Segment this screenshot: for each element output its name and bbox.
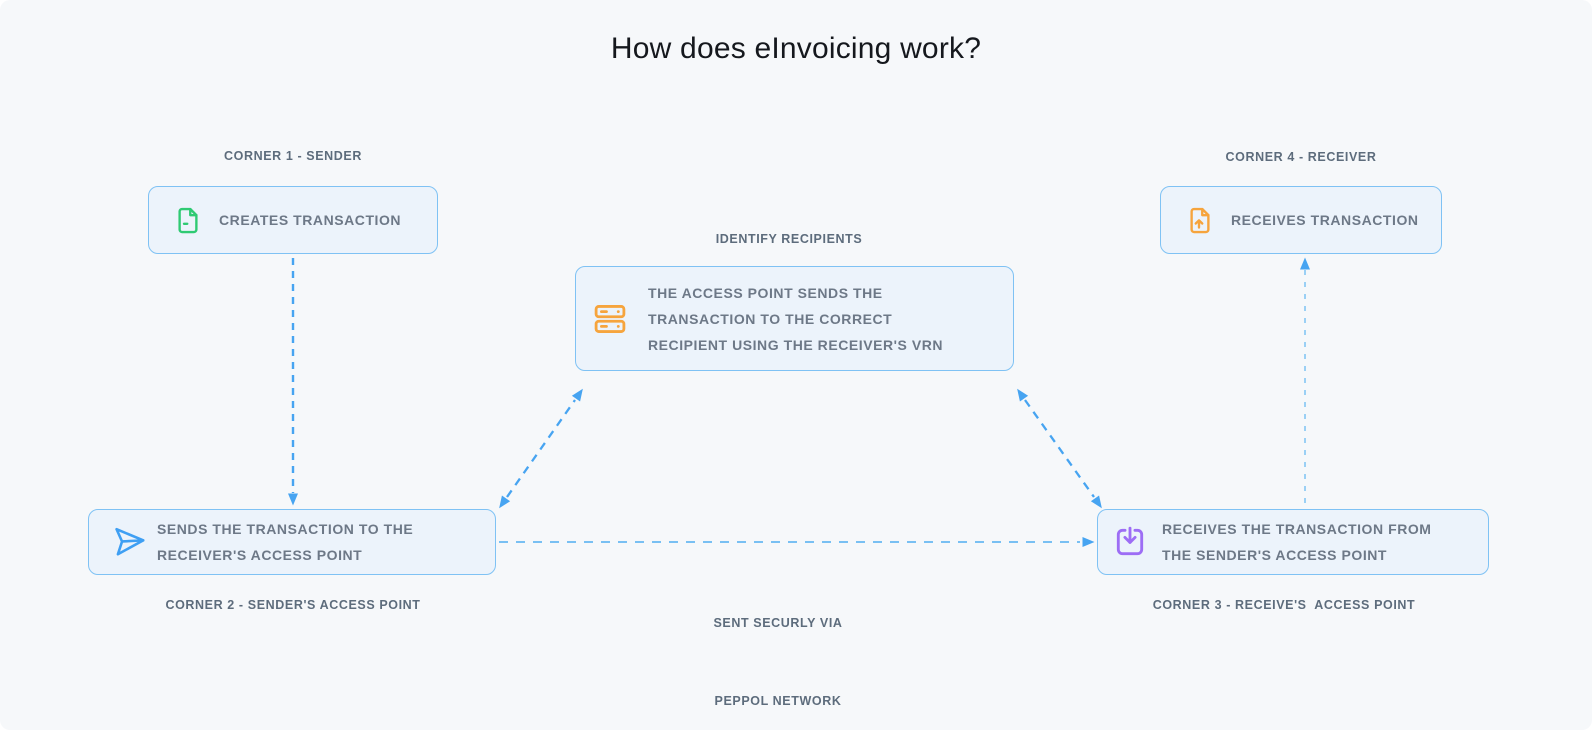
corner3-label: CORNER 3 - RECEIVE'S ACCESS POINT (1152, 598, 1416, 612)
download-icon (1112, 524, 1148, 560)
file-up-icon (1185, 204, 1215, 237)
network-label-line: PEPPOL NETWORK (714, 694, 842, 708)
identify-label: IDENTIFY RECIPIENTS (715, 232, 863, 246)
send-icon (105, 523, 145, 561)
corner4-label: CORNER 4 - RECEIVER (1225, 150, 1377, 164)
node-text-line: CREATES TRANSACTION (219, 212, 402, 228)
corner4-node: RECEIVES TRANSACTION (1160, 186, 1442, 254)
corner2-label: CORNER 2 - SENDER'S ACCESS POINT (165, 598, 421, 612)
arrow-corner1-to-corner2 (288, 258, 298, 506)
corner1-node: CREATES TRANSACTION (148, 186, 438, 254)
file-icon (173, 204, 203, 237)
node-text-line: RECEIVER'S ACCESS POINT (157, 547, 363, 563)
node-text-line: THE ACCESS POINT SENDS THE (648, 284, 883, 301)
node-text-line: TRANSACTION TO THE CORRECT (648, 310, 893, 327)
page-title: How does eInvoicing work? (610, 32, 982, 65)
arrow-identify-corner3-bidirectional (1013, 385, 1106, 512)
corner3-node: RECEIVES THE TRANSACTION FROM THE SENDER… (1097, 509, 1489, 575)
arrow-corner2-identify-bidirectional (495, 385, 587, 512)
node-text-line: RECEIVES TRANSACTION (1231, 212, 1419, 228)
node-text-line: RECIPIENT USING THE RECEIVER'S VRN (648, 336, 944, 353)
arrow-corner3-to-corner4 (1300, 257, 1310, 503)
corner2-node: SENDS THE TRANSACTION TO THE RECEIVER'S … (88, 509, 496, 575)
arrow-corner2-to-corner3 (499, 537, 1095, 547)
node-text-line: THE SENDER'S ACCESS POINT (1162, 547, 1388, 563)
corner1-label: CORNER 1 - SENDER (224, 149, 362, 163)
peppol-network-label: SENT SECURLY VIA PEPPOL NETWORK (713, 558, 842, 730)
network-label-line: SENT SECURLY VIA (713, 616, 843, 630)
identify-node: THE ACCESS POINT SENDS THE TRANSACTION T… (575, 266, 1014, 371)
servers-icon (592, 302, 628, 336)
node-text-line: SENDS THE TRANSACTION TO THE (157, 521, 414, 537)
node-text-line: RECEIVES THE TRANSACTION FROM (1162, 521, 1432, 537)
